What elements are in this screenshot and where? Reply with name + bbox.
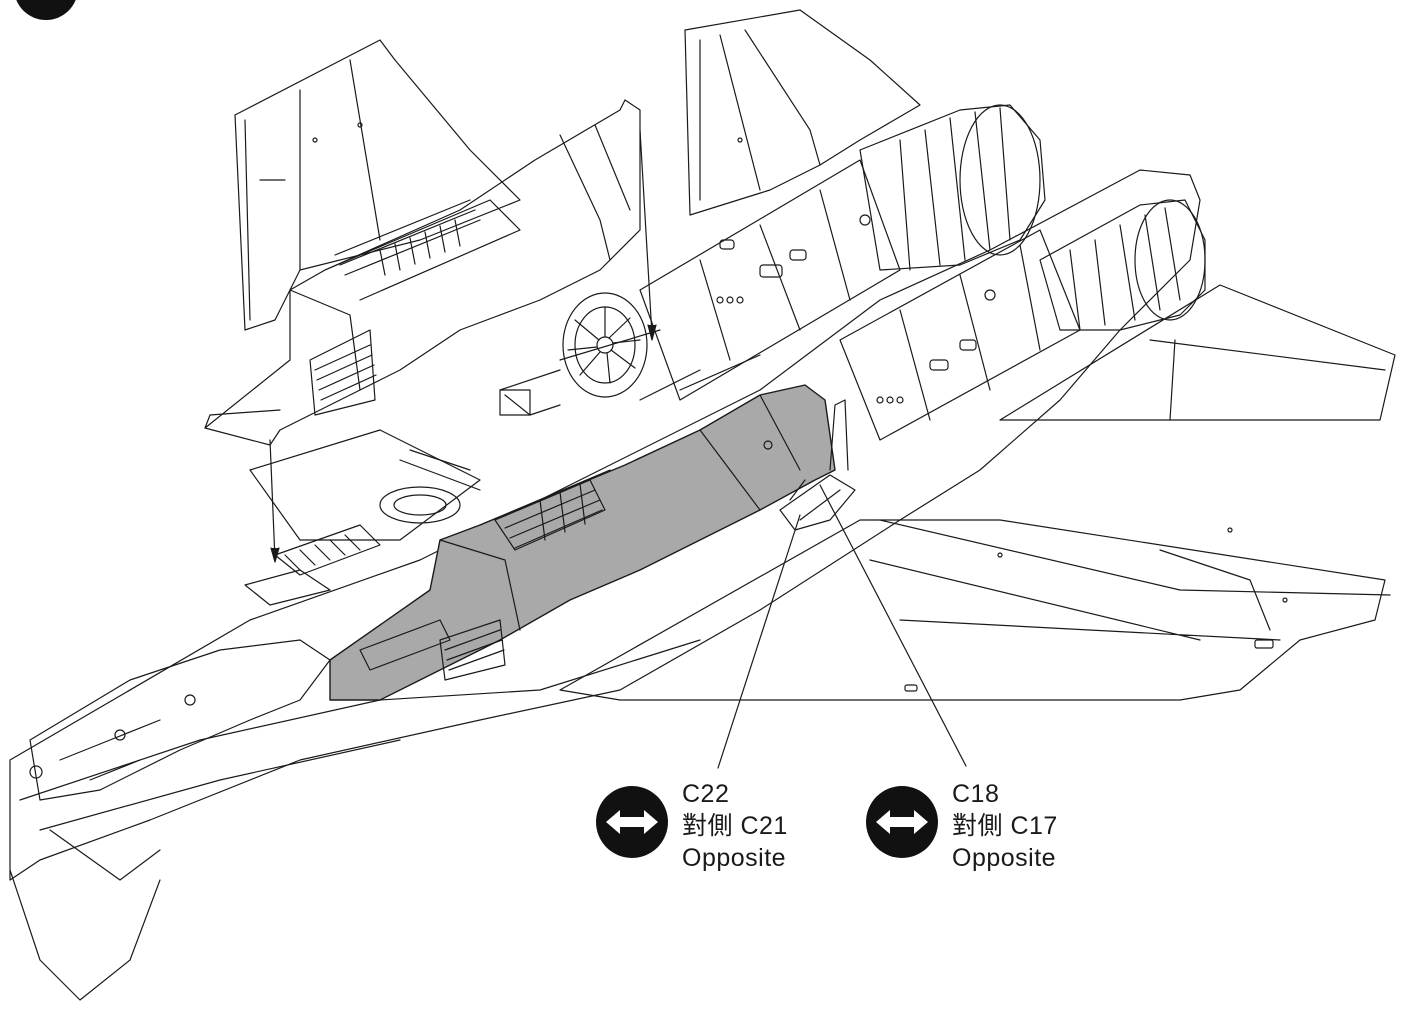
part-number: C22 bbox=[682, 780, 730, 808]
highlighted-cover-part bbox=[329, 384, 836, 701]
step-number-circle-icon bbox=[16, 0, 76, 20]
engine-nozzle-upper bbox=[859, 104, 1046, 271]
main-wing bbox=[559, 519, 1386, 701]
tail-fin-right bbox=[684, 9, 921, 216]
callout-text: C18 對側 C17 Opposite bbox=[952, 778, 1058, 874]
stabilizer-right bbox=[999, 284, 1396, 421]
double-arrow-opposite-icon bbox=[596, 786, 668, 858]
upper-cover-part bbox=[204, 99, 641, 446]
guide-line-2 bbox=[269, 439, 276, 561]
guide-line-1 bbox=[639, 129, 653, 336]
part-number: C18 bbox=[952, 780, 1000, 808]
engine-fan-face bbox=[562, 292, 648, 398]
opposite-note: Opposite bbox=[952, 844, 1057, 872]
opposite-note: Opposite bbox=[682, 844, 787, 872]
engine-nozzle-lower bbox=[1039, 199, 1206, 331]
leader-line-c18 bbox=[819, 484, 967, 767]
tail-fin-left bbox=[234, 39, 521, 331]
opposite-part-line: 對側 C21 bbox=[682, 812, 788, 840]
double-arrow-opposite-icon bbox=[866, 786, 938, 858]
opposite-part-line: 對側 C17 bbox=[952, 812, 1058, 840]
callout-text: C22 對側 C21 Opposite bbox=[682, 778, 788, 874]
leader-line-c22 bbox=[717, 514, 801, 769]
